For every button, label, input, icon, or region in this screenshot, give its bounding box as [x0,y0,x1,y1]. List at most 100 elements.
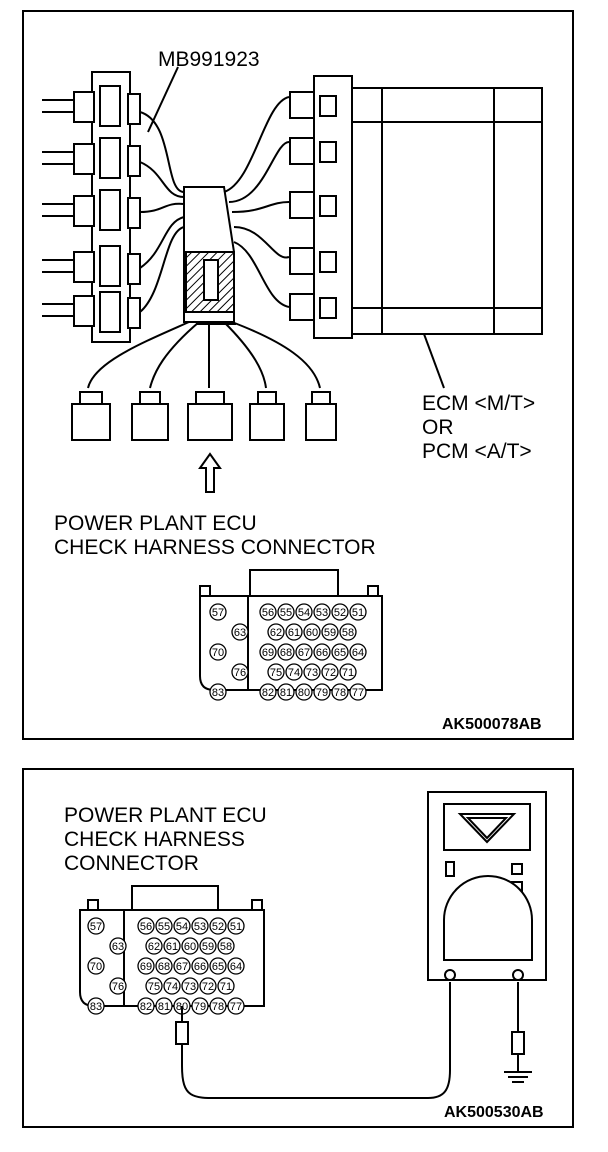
probe-left [175,982,451,1100]
pin-58 [339,623,357,641]
pin-label-70: 70 [212,647,224,659]
pin-label-78: 78 [334,687,346,699]
connector-label-line2: CHECK HARNESS CONNECTOR [54,536,376,559]
ecu-box [289,75,543,339]
ecu-label-line2: OR [422,416,454,439]
pin-label-71: 71 [220,981,232,993]
pin-69 [137,957,155,975]
pin-label-60: 60 [184,941,196,953]
pin-label-55: 55 [280,607,292,619]
pin-54 [173,917,191,935]
pin-label-70: 70 [90,961,102,973]
pin-53 [191,917,209,935]
pin-65 [331,643,349,661]
pin-77 [349,683,367,701]
pin-56 [137,917,155,935]
pin-82 [137,997,155,1015]
pin-label-57: 57 [212,607,224,619]
pin-68 [155,957,173,975]
pin-label-67: 67 [298,647,310,659]
pin-label-81: 81 [158,1001,170,1013]
pin-52 [331,603,349,621]
pin-75 [145,977,163,995]
pin-83 [209,683,227,701]
pin-60 [303,623,321,641]
figure-code: AK500078AB [442,716,542,733]
pin-label-61: 61 [166,941,178,953]
pin-label-65: 65 [334,647,346,659]
pin-82 [259,683,277,701]
pin-71 [217,977,235,995]
tool-label: MB991923 [158,48,260,71]
pin-label-60: 60 [306,627,318,639]
pin-64 [349,643,367,661]
pin-label-54: 54 [176,921,188,933]
pin-label-54: 54 [298,607,310,619]
pin-label-83: 83 [212,687,224,699]
figure-code: AK500530AB [444,1104,544,1121]
pin-79 [313,683,331,701]
pin-label-80: 80 [298,687,310,699]
pin-label-64: 64 [352,647,364,659]
pin-label-66: 66 [316,647,328,659]
pin-80 [295,683,313,701]
pin-74 [163,977,181,995]
pin-label-53: 53 [316,607,328,619]
harness-illustration: 5763707683565554535251626160595869686766… [42,66,543,701]
pin-label-78: 78 [212,1001,224,1013]
pin-label-75: 75 [148,981,160,993]
pin-label-58: 58 [342,627,354,639]
pin-70 [209,643,227,661]
pin-76 [109,977,127,995]
pin-label-76: 76 [234,667,246,679]
pin-55 [155,917,173,935]
pin-label-79: 79 [316,687,328,699]
pin-79 [191,997,209,1015]
pin-label-83: 83 [90,1001,102,1013]
pin-78 [331,683,349,701]
pin-label-68: 68 [158,961,170,973]
pin-label-76: 76 [112,981,124,993]
ecu-label-line1: ECM <M/T> [422,392,536,415]
pin-59 [199,937,217,955]
pin-label-68: 68 [280,647,292,659]
pin-66 [313,643,331,661]
pin-67 [173,957,191,975]
pin-label-62: 62 [270,627,282,639]
connector-label-line3: CONNECTOR [64,852,199,875]
pin-62 [145,937,163,955]
pin-label-74: 74 [166,981,178,993]
pin-label-52: 52 [212,921,224,933]
left-connector-stack [73,71,141,343]
pin-61 [285,623,303,641]
pin-69 [259,643,277,661]
pin-63 [231,623,249,641]
ground-icon [504,982,532,1083]
pin-label-71: 71 [342,667,354,679]
pin-label-53: 53 [194,921,206,933]
pin-65 [209,957,227,975]
pin-81 [277,683,295,701]
pin-73 [303,663,321,681]
pin-label-65: 65 [212,961,224,973]
pin-label-72: 72 [324,667,336,679]
pin-label-51: 51 [230,921,242,933]
pin-label-51: 51 [352,607,364,619]
pin-label-77: 77 [352,687,364,699]
pin-label-81: 81 [280,687,292,699]
pin-83 [87,997,105,1015]
pin-label-69: 69 [140,961,152,973]
pin-label-56: 56 [262,607,274,619]
pin-60 [181,937,199,955]
pin-61 [163,937,181,955]
pin-label-55: 55 [158,921,170,933]
pin-68 [277,643,295,661]
pin-55 [277,603,295,621]
pin-73 [181,977,199,995]
pin-label-63: 63 [234,627,246,639]
pin-label-79: 79 [194,1001,206,1013]
pin-74 [285,663,303,681]
